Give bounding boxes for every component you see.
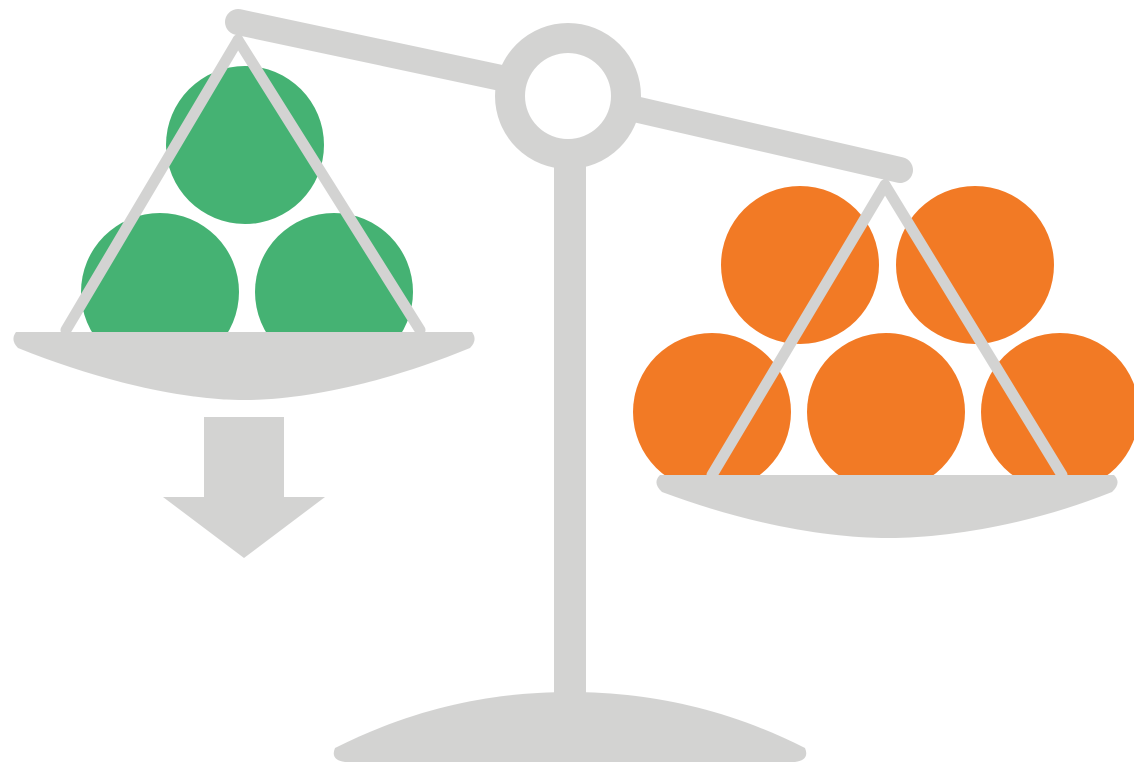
right-balls	[633, 186, 1134, 491]
pivot-ring	[495, 23, 641, 169]
left-hanger	[60, 34, 426, 336]
scale-beam-left	[225, 9, 533, 95]
down-arrow-icon	[163, 417, 325, 558]
scale-post	[554, 125, 586, 700]
right-ball-top-right	[896, 186, 1054, 344]
left-pan	[13, 332, 475, 400]
left-ball-bottom-left	[81, 213, 239, 371]
right-ball-bottom-right	[981, 333, 1134, 491]
scale-beam-right	[617, 95, 913, 183]
right-ball-top-left	[721, 186, 879, 344]
right-pan	[656, 475, 1118, 538]
right-hanger	[706, 179, 1068, 481]
right-ball-bottom-middle	[807, 333, 965, 491]
scale-base	[333, 692, 807, 762]
right-ball-bottom-left	[633, 333, 791, 491]
